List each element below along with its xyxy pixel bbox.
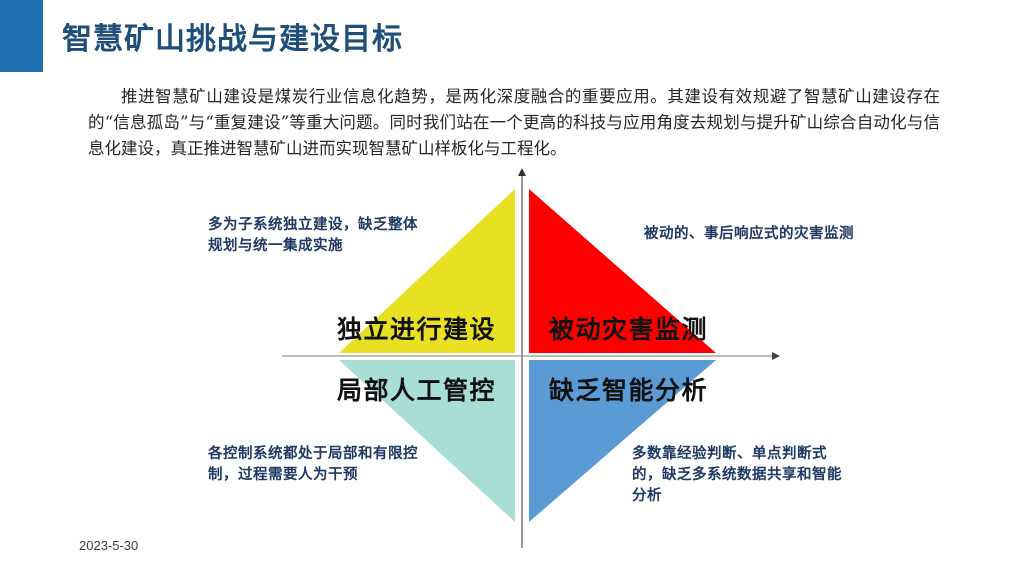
horizontal-axis-arrow-icon — [772, 352, 780, 360]
quadrant-label-bottom-left: 局部人工管控 — [337, 376, 497, 405]
quadrant-label-top-left: 独立进行建设 — [337, 315, 497, 344]
quadrant-label-top-right: 被动灾害监测 — [549, 315, 709, 344]
vertical-axis-arrow-icon — [518, 168, 526, 176]
header-accent-bar — [0, 0, 43, 72]
quadrant-note-top-left: 多为子系统独立建设，缺乏整体规划与统一集成实施 — [208, 217, 418, 254]
quadrant-note-bottom-left: 各控制系统都处于局部和有限控制，过程需要人为干预 — [208, 446, 418, 483]
quadrant-note-top-right: 被动的、事后响应式的灾害监测 — [644, 226, 854, 242]
footer-date: 2023-5-30 — [79, 538, 139, 553]
page-title: 智慧矿山挑战与建设目标 — [62, 22, 403, 57]
quadrant-note-bottom-right: 多数靠经验判断、单点判断式的，缺乏多系统数据共享和智能分析 — [632, 446, 842, 504]
body-paragraph: 推进智慧矿山建设是煤炭行业信息化趋势，是两化深度融合的重要应用。其建设有效规避了… — [88, 87, 940, 158]
quadrant-label-bottom-right: 缺乏智能分析 — [549, 376, 709, 405]
